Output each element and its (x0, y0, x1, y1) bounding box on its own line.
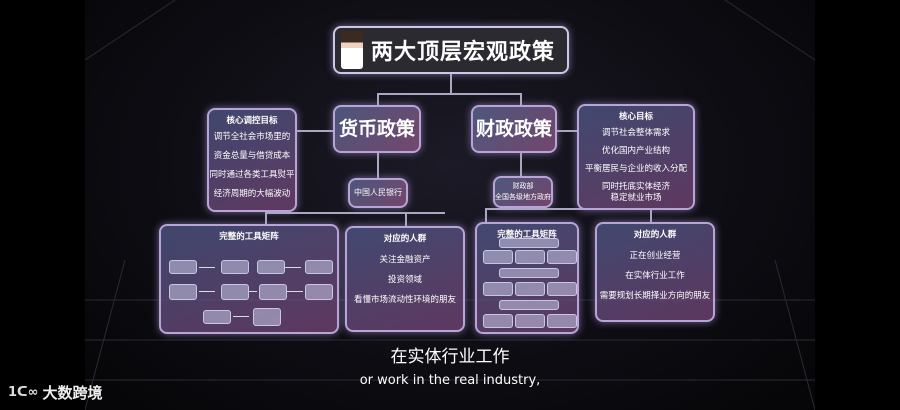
diagram-title: 两大顶层宏观政策 (371, 39, 556, 65)
connector (265, 212, 445, 214)
fiscal-audience-item: 需要规划长期择业方向的朋友 (599, 291, 711, 301)
tool-chip (547, 314, 577, 328)
tool-chip (547, 250, 577, 264)
monetary-audience-item: 投资领域 (387, 275, 422, 285)
connector (485, 208, 650, 210)
monetary-policy-label: 货币政策 (338, 118, 415, 140)
arrow (287, 291, 303, 292)
tool-chip (257, 260, 285, 274)
tool-chip (515, 250, 545, 264)
connector (450, 74, 452, 94)
arrow (199, 291, 215, 292)
tool-chip (305, 260, 333, 274)
tool-chip (515, 282, 545, 296)
tool-chip (221, 260, 249, 274)
monetary-audience-title: 对应的人群 (383, 234, 427, 244)
monetary-audience-item: 看懂市场流动性环境的朋友 (353, 295, 456, 305)
connector (650, 208, 652, 222)
tool-chip (499, 238, 559, 248)
video-frame: 两大顶层宏观政策 货币政策 中国人民银行 核心调控目标 调节全社会市场里的 资金… (85, 0, 815, 410)
fiscal-tools-box: 完整的工具矩阵 (475, 222, 579, 334)
tool-chip (483, 282, 513, 296)
fiscal-goal-item: 同时托底实体经济 稳定就业市场 (601, 182, 670, 203)
monetary-goal-item: 经济周期的大幅波动 (213, 189, 291, 199)
fiscal-goals-box: 核心目标 调节社会整体需求 优化国内产业结构 平衡居民与企业的收入分配 同时托底… (577, 104, 695, 210)
logo-icon: 1ᑕ∞ (8, 385, 39, 400)
fiscal-goal-item: 平衡居民与企业的收入分配 (584, 164, 687, 174)
tool-chip (515, 314, 545, 328)
tool-chip (169, 260, 197, 274)
central-bank-box: 中国人民银行 (348, 178, 408, 208)
monetary-tools-box: 完整的工具矩阵 (159, 224, 339, 334)
tool-chip (221, 284, 249, 300)
monetary-policy-box: 货币政策 (333, 105, 421, 153)
connector (485, 208, 487, 224)
central-bank-label: 中国人民银行 (354, 188, 402, 197)
tool-chip (483, 314, 513, 328)
fiscal-goal-item: 优化国内产业结构 (601, 146, 670, 156)
tool-chip (203, 310, 231, 324)
arrow (249, 291, 257, 292)
fiscal-goal-item: 调节社会整体需求 (601, 128, 670, 138)
fiscal-policy-box: 财政政策 (471, 105, 557, 153)
monetary-goals-title: 核心调控目标 (226, 116, 278, 126)
finance-ministry-box: 财政部 全国各级地方政府 (493, 176, 553, 208)
tool-chip (499, 300, 559, 310)
connector (520, 152, 522, 176)
fiscal-audience-title: 对应的人群 (633, 230, 677, 240)
fiscal-audience-item: 正在创业经营 (629, 251, 681, 261)
monetary-goal-item: 调节全社会市场里的 (213, 132, 291, 142)
connector (265, 212, 267, 226)
monetary-audience-item: 关注金融资产 (379, 255, 431, 265)
logo-text: 大数跨境 (42, 384, 103, 402)
connector (377, 152, 379, 178)
subtitle-chinese: 在实体行业工作 (390, 347, 510, 367)
arrow (199, 267, 215, 268)
fiscal-audience-box: 对应的人群 正在创业经营 在实体行业工作 需要规划长期择业方向的朋友 (595, 222, 715, 322)
watermark-logo: 1ᑕ∞ 大数跨境 (8, 382, 103, 403)
tool-chip (499, 268, 559, 278)
finance-ministry-label: 财政部 全国各级地方政府 (495, 182, 551, 201)
connector (405, 212, 407, 226)
presenter-avatar (341, 31, 363, 69)
tool-chip (305, 284, 333, 300)
monetary-tools-title: 完整的工具矩阵 (219, 232, 279, 242)
monetary-goals-box: 核心调控目标 调节全社会市场里的 资金总量与借贷成本 同时通过各类工具熨平 经济… (207, 108, 297, 212)
connector (377, 93, 379, 105)
connector (520, 93, 522, 105)
monetary-goal-item: 同时通过各类工具熨平 (209, 170, 295, 180)
connector (377, 93, 521, 95)
fiscal-tools-title: 完整的工具矩阵 (497, 230, 557, 240)
fiscal-policy-label: 财政政策 (475, 118, 552, 140)
fiscal-goals-title: 核心目标 (618, 112, 653, 122)
tool-chip (483, 250, 513, 264)
monetary-goal-item: 资金总量与借贷成本 (213, 151, 291, 161)
tool-chip (259, 284, 287, 300)
tool-chip (253, 308, 281, 326)
connector (557, 130, 577, 132)
fiscal-audience-item: 在实体行业工作 (625, 271, 685, 281)
diagram-title-box: 两大顶层宏观政策 (333, 26, 569, 74)
tool-chip (547, 282, 577, 296)
subtitle-english: or work in the real industry, (359, 373, 541, 388)
monetary-audience-box: 对应的人群 关注金融资产 投资领域 看懂市场流动性环境的朋友 (345, 226, 465, 332)
tool-chip (169, 284, 197, 300)
arrow (233, 316, 249, 317)
arrow (285, 267, 301, 268)
connector (297, 130, 333, 132)
